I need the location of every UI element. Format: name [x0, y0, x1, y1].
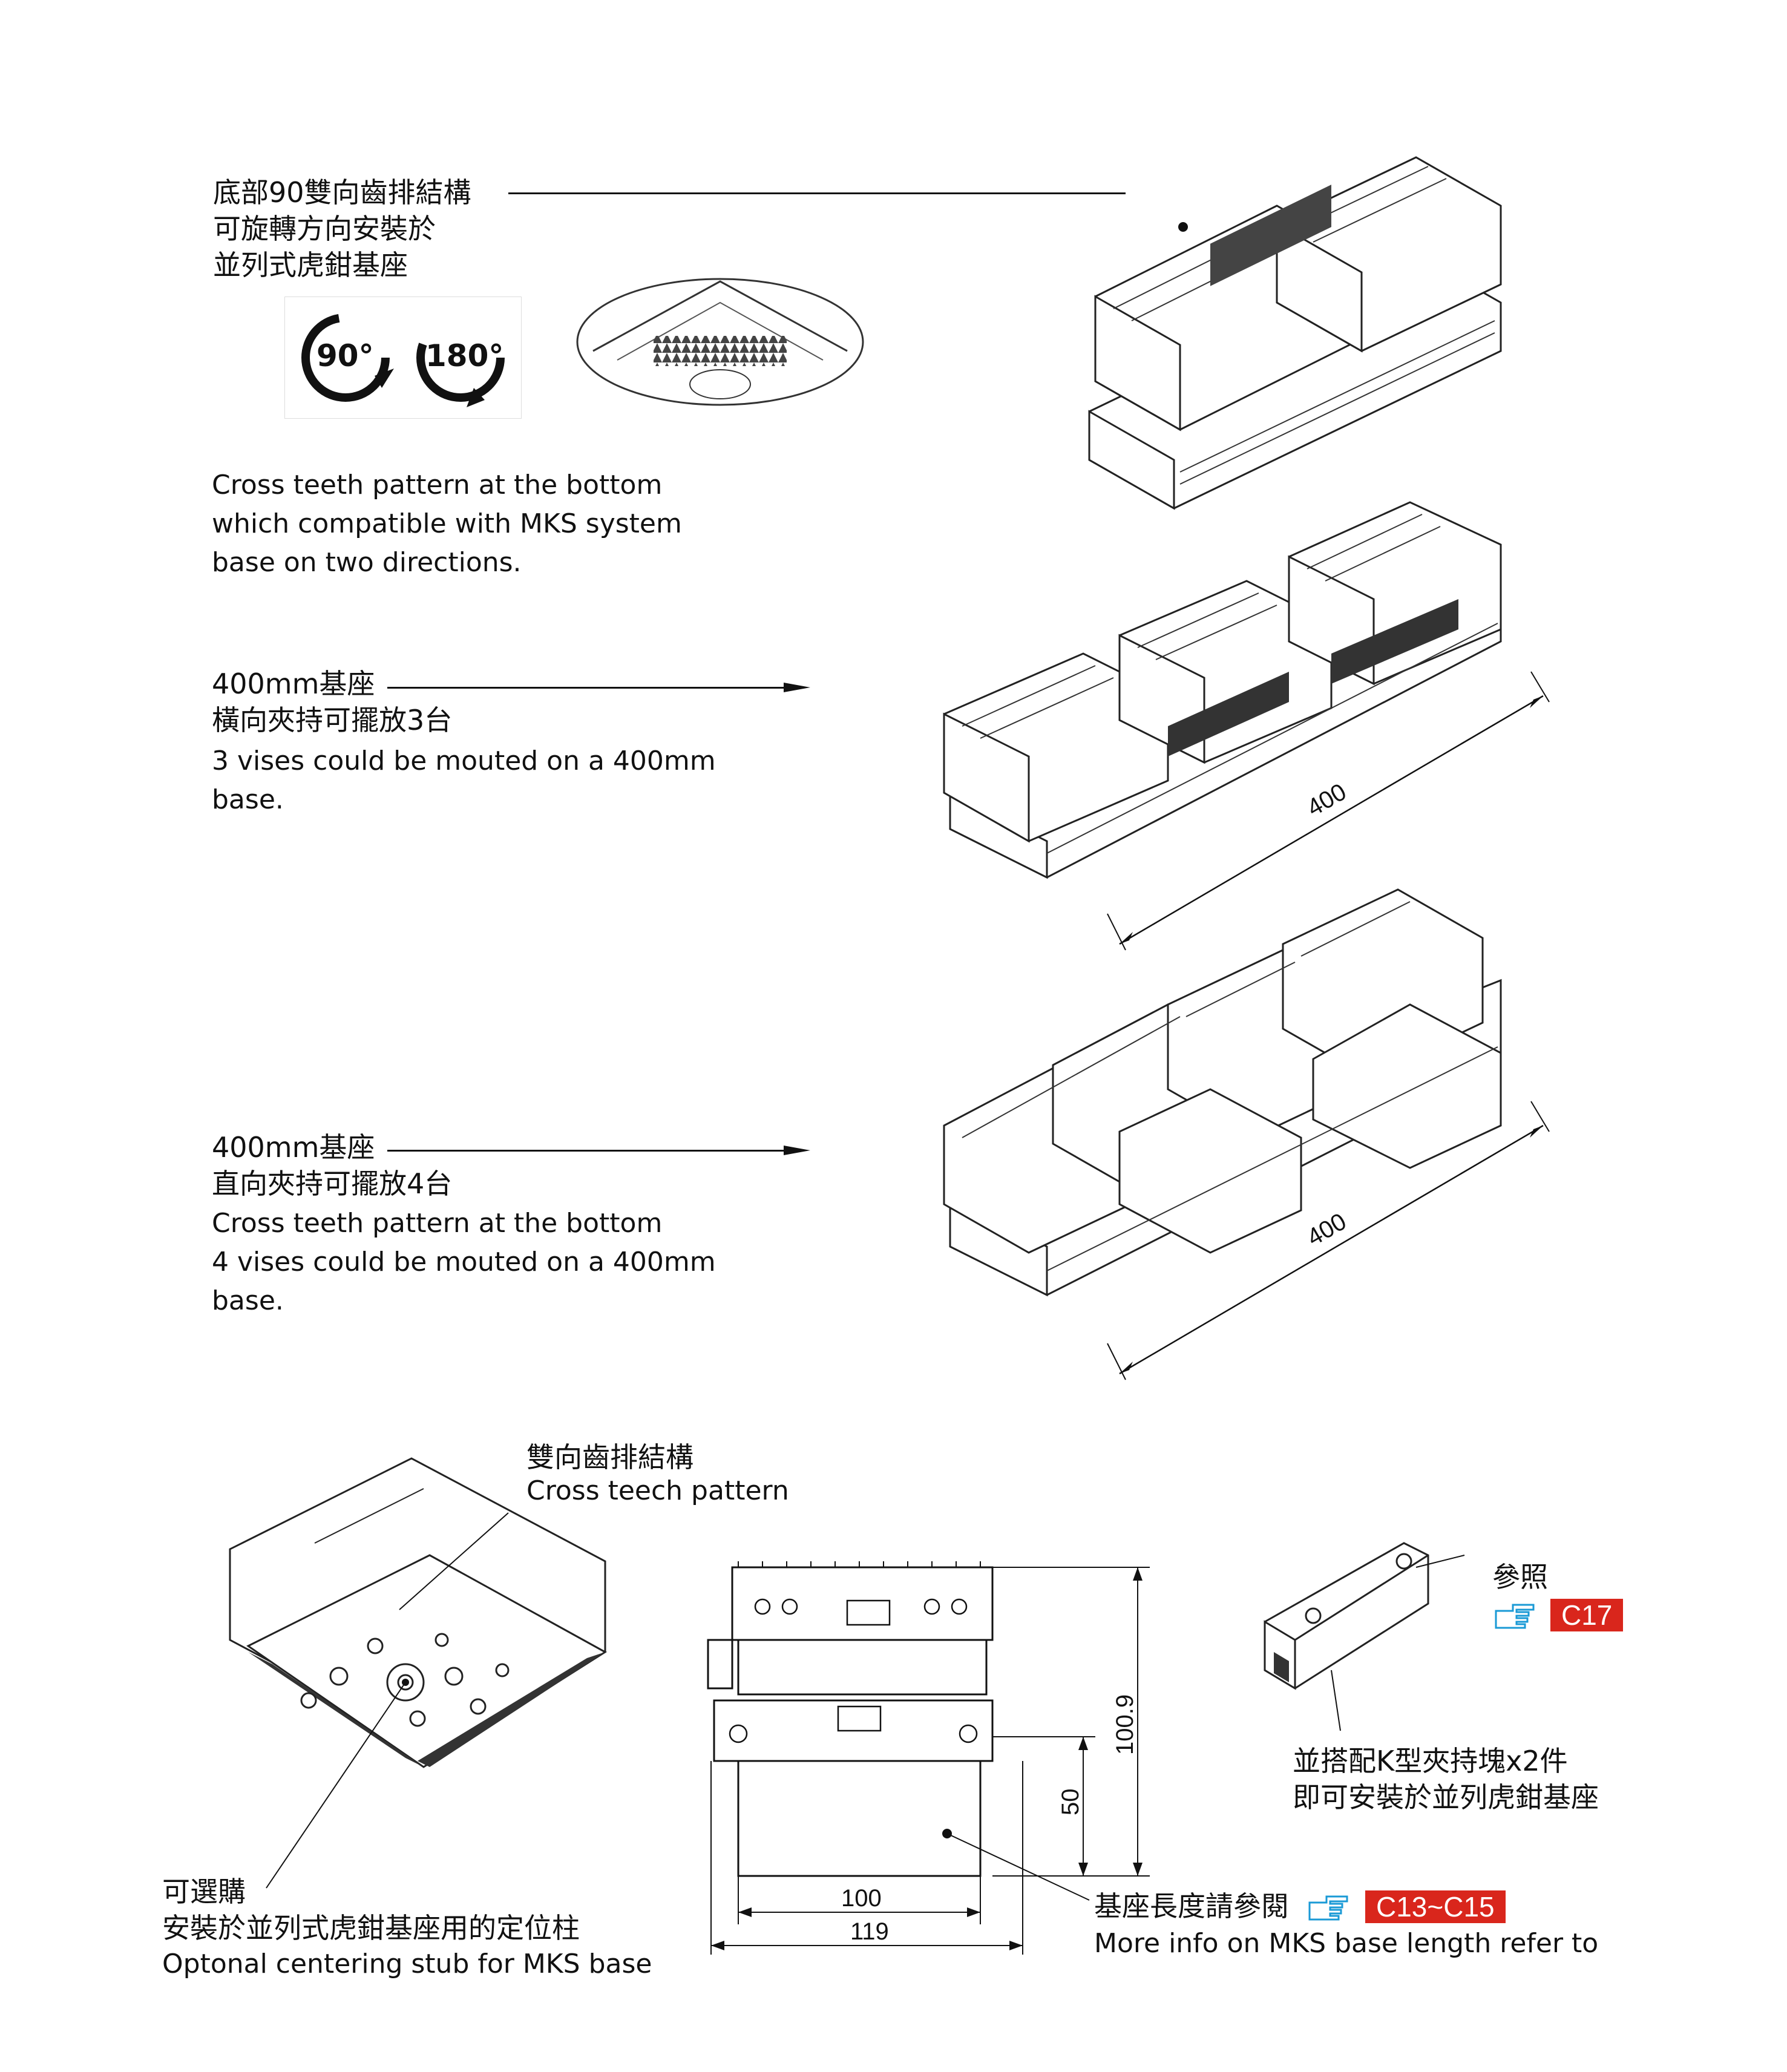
clamp-ref-badge[interactable]: C17: [1550, 1599, 1624, 1631]
badge-180: 180°: [425, 338, 504, 373]
text-line: 並列式虎鉗基座: [213, 249, 408, 281]
cross-teech-callout: 雙向齒排結構 Cross teech pattern: [526, 1439, 789, 1507]
rotate-90-icon: [301, 313, 505, 407]
centering-stub-note: 可選購 安裝於並列式虎鉗基座用的定位柱 Optonal centering st…: [162, 1874, 652, 1982]
dim-119: 119: [850, 1918, 889, 1945]
badge-90: 90°: [316, 338, 374, 373]
text-line: which compatible with MKS system: [212, 508, 682, 539]
clamp-note: 並搭配K型夾持塊x2件 即可安裝於並列虎鉗基座: [1293, 1743, 1599, 1815]
three-vises-en: 3 vises could be mouted on a 400mm base.: [212, 742, 716, 819]
option-zh-1: 可選購: [162, 1875, 246, 1908]
four-vises-zh: 400mm基座 直向夾持可擺放4台: [212, 1129, 452, 1202]
text-line: base.: [212, 784, 284, 815]
leader-line: [387, 1150, 787, 1152]
text-line: 底部90雙向齒排結構: [213, 176, 471, 209]
text-line: base on two directions.: [212, 547, 522, 578]
text-line: Cross teeth pattern at the bottom: [212, 470, 663, 500]
callout-zh: 雙向齒排結構: [526, 1441, 693, 1474]
base-note-en: More info on MKS base length refer to: [1094, 1928, 1599, 1959]
arrow-right-icon: [784, 683, 810, 692]
text-line: Cross teeth pattern at the bottom: [212, 1208, 663, 1239]
text-line: 直向夾持可擺放4台: [212, 1167, 453, 1200]
option-zh-2: 安裝於並列式虎鉗基座用的定位柱: [162, 1912, 580, 1944]
option-en: Optonal centering stub for MKS base: [162, 1949, 652, 1979]
callout-en: Cross teech pattern: [526, 1475, 789, 1506]
leader-line: [508, 192, 1126, 194]
text-line: 400mm基座: [212, 1131, 375, 1164]
text-line: 3 vises could be mouted on a 400mm: [212, 746, 716, 776]
arrow-right-icon: [784, 1146, 810, 1155]
three-vises-zh: 400mm基座 橫向夾持可擺放3台: [212, 666, 452, 738]
text-line: base.: [212, 1285, 284, 1316]
cross-teeth-detail-illustration: [576, 278, 864, 406]
pointing-hand-icon: [1308, 1895, 1348, 1921]
clamp-note-2: 即可安裝於並列虎鉗基座: [1293, 1781, 1599, 1814]
leader-line: [387, 687, 787, 689]
dimension-400: 400: [1303, 778, 1351, 821]
two-vises-on-base-illustration: [1088, 156, 1502, 510]
three-vises-on-base-illustration: 400: [943, 501, 1550, 951]
cross-teeth-zh: 底部90雙向齒排結構 可旋轉方向安裝於 並列式虎鉗基座: [213, 174, 471, 283]
pointing-hand-icon: [1495, 1604, 1535, 1629]
clamp-note-1: 並搭配K型夾持塊x2件: [1293, 1745, 1568, 1777]
text-line: 可旋轉方向安裝於: [213, 212, 436, 245]
base-note-zh: 基座長度請參閱: [1094, 1890, 1289, 1923]
ref-zh: 參照: [1492, 1561, 1548, 1593]
cross-teeth-en: Cross teeth pattern at the bottom which …: [212, 466, 682, 582]
text-line: 4 vises could be mouted on a 400mm: [212, 1247, 716, 1277]
dim-100-9: 100.9: [1112, 1694, 1138, 1755]
dimension-400: 400: [1303, 1208, 1351, 1251]
four-vises-en: Cross teeth pattern at the bottom 4 vise…: [212, 1204, 716, 1320]
four-vises-on-base-illustration: 400: [943, 888, 1550, 1380]
base-ref-badge[interactable]: C13~C15: [1365, 1890, 1506, 1923]
dim-50: 50: [1057, 1789, 1084, 1816]
rotation-badges: 90° 180°: [284, 297, 522, 419]
vise-bottom-view-illustration: [229, 1457, 607, 1889]
k-clamp-block-illustration: [1264, 1542, 1465, 1731]
vise-front-view-drawing: 100.9 50 100 119: [707, 1561, 1150, 1955]
text-line: 400mm基座: [212, 667, 375, 700]
text-line: 橫向夾持可擺放3台: [212, 704, 453, 736]
dim-100: 100: [841, 1885, 882, 1912]
